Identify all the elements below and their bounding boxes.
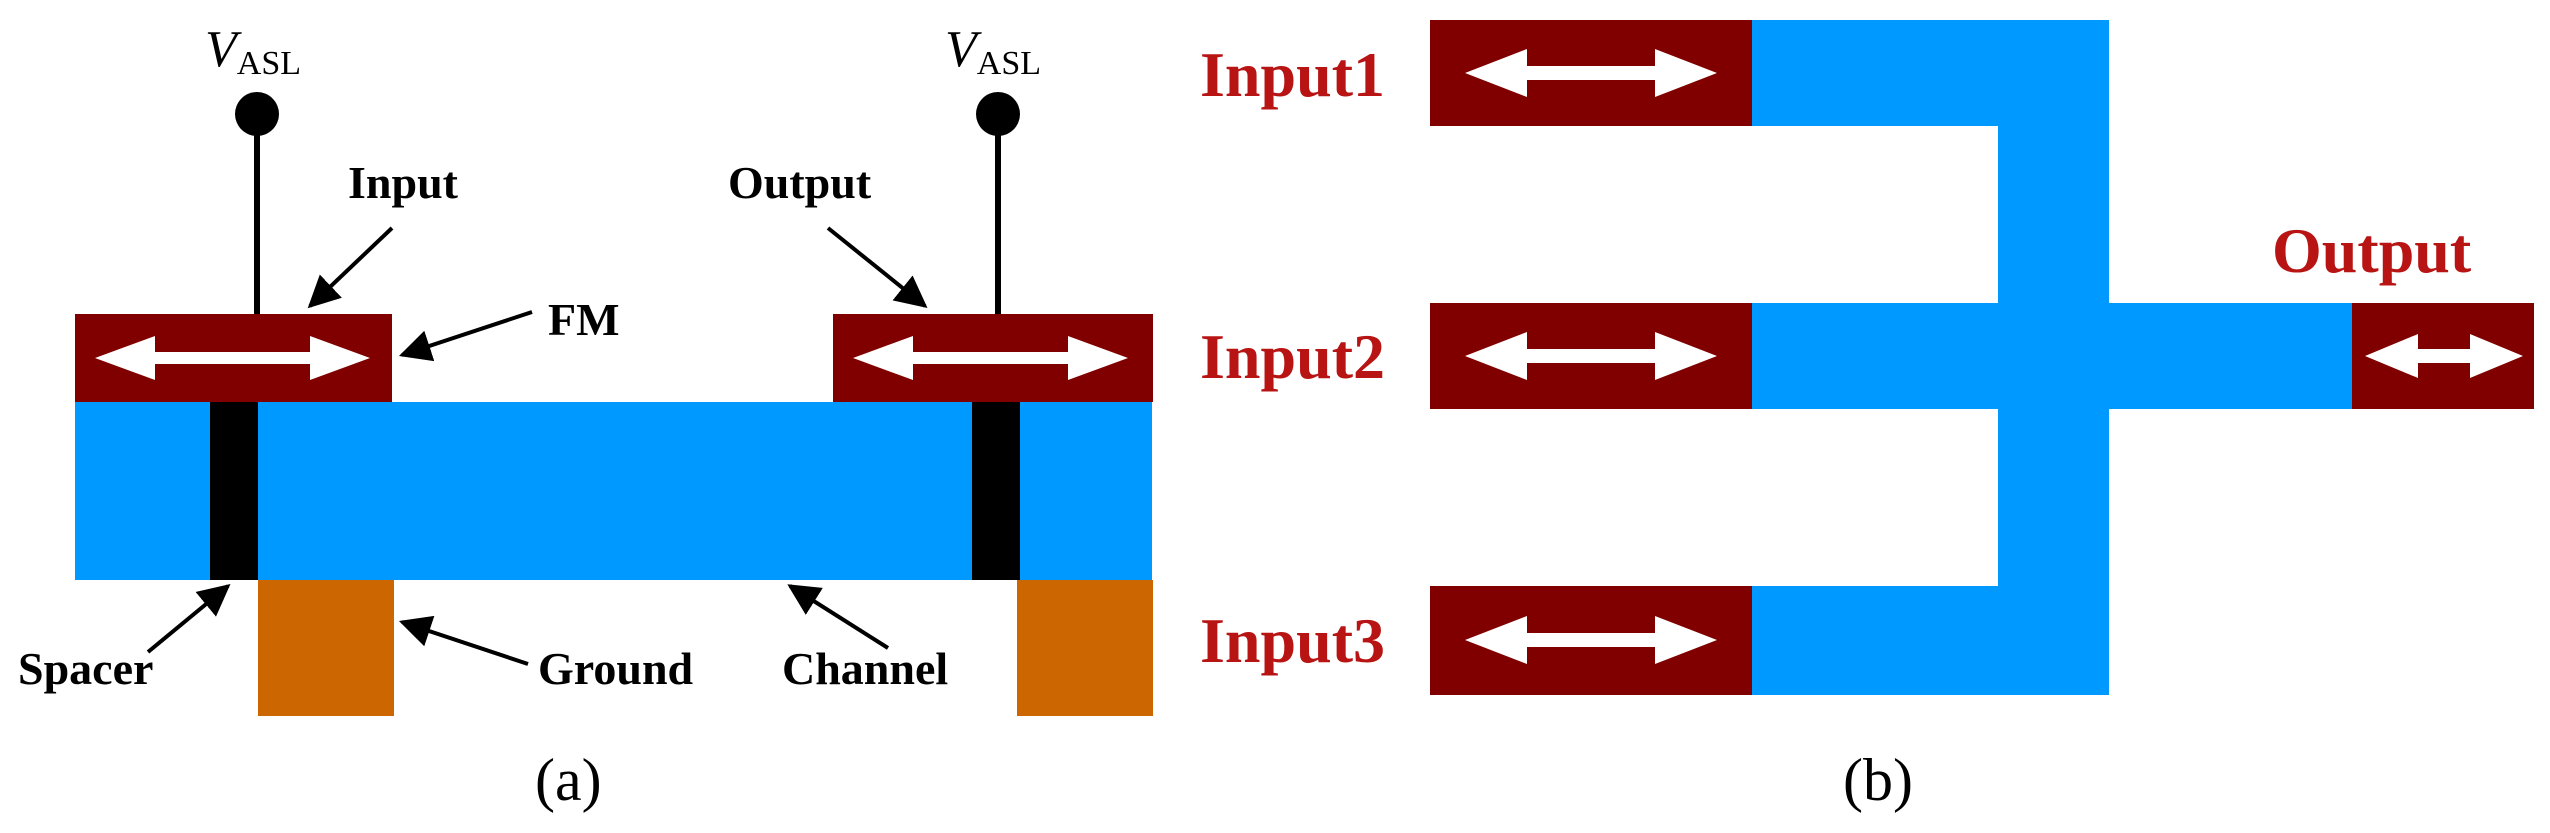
channel-b: [1752, 20, 2352, 695]
spacer-label: Spacer: [18, 643, 153, 694]
pointer-input: [307, 226, 394, 309]
caption-b: (b): [1843, 747, 1913, 813]
double-arrow-icon: [853, 336, 1128, 380]
double-arrow-icon: [2365, 334, 2523, 378]
vasl-label-right: VASL: [945, 21, 1041, 82]
input1-label: Input1: [1200, 39, 1385, 110]
spacer-right: [972, 402, 1020, 580]
double-arrow-icon: [1465, 49, 1717, 97]
terminal-dot-right: [976, 92, 1020, 136]
spacer-left: [210, 402, 258, 580]
double-arrow-icon: [95, 336, 370, 380]
output-label-b: Output: [2272, 215, 2472, 286]
double-arrow-icon: [1465, 616, 1717, 664]
panel-a: VASL VASL Input Output FM Spacer Ground …: [18, 21, 1153, 813]
input3-label: Input3: [1200, 605, 1385, 676]
pointer-channel: [787, 584, 890, 650]
pointer-output: [826, 226, 928, 309]
panel-b: Input1 Input2 Input3 Output (b): [1200, 20, 2534, 813]
ground-right: [1017, 580, 1153, 716]
input-label-a: Input: [348, 157, 459, 208]
ground-left: [258, 580, 394, 716]
output-label-a: Output: [728, 157, 872, 208]
input2-label: Input2: [1200, 321, 1385, 392]
pointer-fm: [398, 310, 533, 362]
fm-label: FM: [548, 294, 620, 345]
caption-a: (a): [535, 747, 602, 813]
pointer-spacer: [146, 583, 231, 654]
terminal-dot-left: [235, 92, 279, 136]
pointer-ground: [398, 615, 529, 666]
vasl-label-left: VASL: [205, 21, 301, 82]
channel-label: Channel: [782, 643, 948, 694]
double-arrow-icon: [1465, 332, 1717, 380]
ground-label: Ground: [538, 643, 694, 694]
